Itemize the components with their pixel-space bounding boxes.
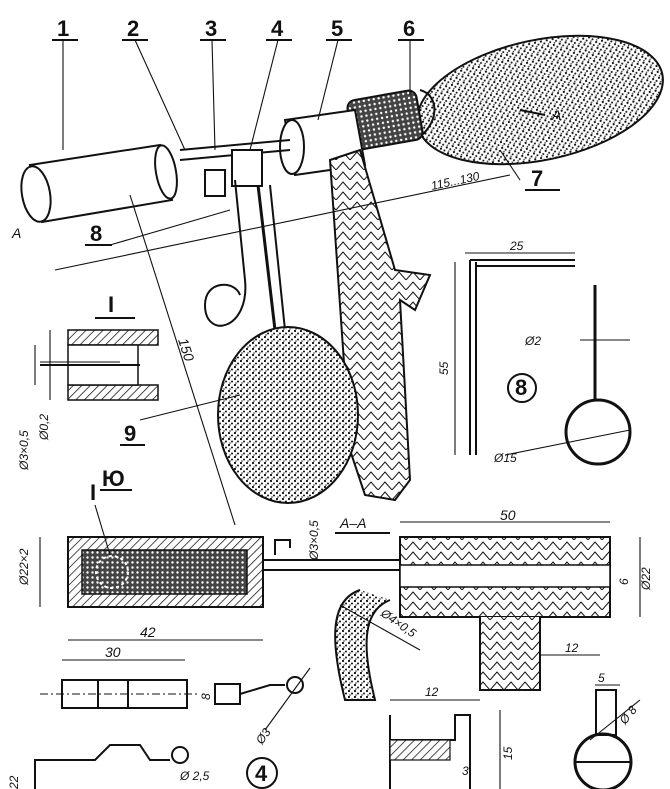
dim-dia-22: Ø22	[639, 567, 653, 591]
heater-cylinder-1	[20, 143, 178, 224]
dim-dia-15: Ø15	[493, 451, 517, 465]
section-mark-a-left: A	[11, 225, 21, 241]
callout-10: Ю	[102, 466, 125, 491]
main-assembly-view: 1 2 3 4 5 6 7 8 9 Ю A A 115...130 150	[11, 16, 664, 526]
dim-line-150	[129, 194, 236, 526]
detail-i-label: I	[108, 292, 114, 317]
detail-i-section: I Ø3×0,5 Ø0,2	[17, 292, 159, 471]
dim-150: 150	[175, 336, 198, 363]
dim-dia-3x05: Ø3×0,5	[17, 430, 31, 471]
dim-8: 8	[199, 693, 213, 700]
dim-115-130: 115...130	[430, 169, 481, 193]
part-4-circle	[246, 757, 278, 789]
callout-7: 7	[531, 166, 543, 191]
section-mark-a-right: A	[551, 107, 561, 123]
dim-12a: 12	[565, 641, 579, 655]
lower-tube-b	[269, 184, 286, 331]
callout-4: 4	[271, 16, 284, 41]
callout-8: 8	[90, 221, 102, 246]
dim-22: 22	[7, 775, 21, 789]
dim-dia-3: Ø3	[252, 725, 273, 747]
callout-leaders	[52, 39, 560, 491]
dim-42: 42	[140, 624, 156, 640]
part-4-details: 30 8 Ø3 22 Ø 2,5 4 12 15 3 5 Ø 8	[7, 644, 641, 789]
part-8-number: 8	[515, 375, 527, 400]
dim-dia-8: Ø 8	[616, 703, 640, 728]
lower-tube	[256, 184, 277, 331]
section-a-a: A–A I Ø22×2 Ø3×0,5 50 6 Ø22 42 Ø4×0,5 12	[17, 480, 653, 701]
dim-30: 30	[105, 644, 121, 660]
detail-i-label-2: I	[90, 480, 96, 505]
dim-dia-3x05b: Ø3×0,5	[307, 520, 321, 561]
clamp-block-b	[231, 149, 263, 187]
callout-3: 3	[205, 16, 217, 41]
tube-3	[179, 139, 291, 151]
dim-dia-02: Ø0,2	[37, 414, 51, 441]
dim-dia-2: Ø2	[524, 334, 541, 348]
wire-hook-8	[203, 179, 247, 327]
dim-15: 15	[501, 746, 515, 760]
dim-12b: 12	[425, 685, 439, 699]
callout-2: 2	[127, 16, 139, 41]
dim-dia-25: Ø 2,5	[179, 769, 210, 783]
dim-dia-22x2: Ø22×2	[17, 548, 31, 586]
wire-loop	[564, 398, 632, 466]
callout-1: 1	[57, 16, 69, 41]
part-8-circle	[507, 373, 537, 403]
dim-line-115-130	[54, 174, 511, 271]
dim-6: 6	[617, 578, 631, 585]
rubber-bulb-9	[217, 326, 359, 504]
rubber-bulb-7	[416, 34, 664, 166]
dim-55: 55	[437, 361, 451, 375]
callout-5: 5	[331, 16, 343, 41]
section-a-a-title: A–A	[339, 515, 366, 531]
clamp-block-a	[204, 169, 226, 197]
dim-50: 50	[500, 507, 516, 523]
callout-9: 9	[124, 421, 136, 446]
section-arrow-right	[519, 109, 546, 116]
callout-6: 6	[403, 16, 415, 41]
part-4-number: 4	[255, 761, 268, 786]
dim-3: 3	[462, 764, 469, 778]
part-8-wire-drawing: 25 55 Ø2 Ø15 8	[437, 239, 632, 466]
dim-25: 25	[509, 239, 524, 253]
dim-5: 5	[598, 671, 605, 685]
